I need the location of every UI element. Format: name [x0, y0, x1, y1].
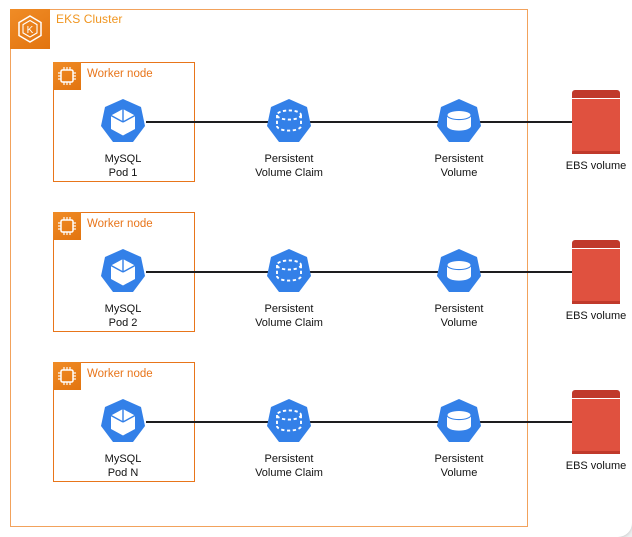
- cpu-chip-icon: [58, 67, 76, 85]
- link-pvc-to-pv: [310, 121, 438, 123]
- persistent-volume-icon: [437, 249, 481, 292]
- ebs-volume-cap: [572, 90, 620, 98]
- pvc-label: Persistent Volume Claim: [255, 453, 323, 479]
- pod-cube-icon: [101, 99, 145, 142]
- pv-label: Persistent Volume: [434, 153, 484, 179]
- persistent-volume-icon: [437, 99, 481, 142]
- link-pod-to-pvc: [146, 121, 268, 123]
- link-pvc-to-pv: [310, 271, 438, 273]
- eks-cluster-title: EKS Cluster: [56, 12, 123, 26]
- persistent-volume-claim-icon: [267, 249, 311, 292]
- persistent-volume-claim-icon: [267, 399, 311, 442]
- eks-hexagon-k-icon: K: [18, 15, 42, 43]
- ebs-volume-label: EBS volume: [565, 310, 627, 322]
- pv-label: Persistent Volume: [434, 453, 484, 479]
- link-pv-to-ebs: [480, 271, 572, 273]
- ebs-volume-cap: [572, 240, 620, 248]
- persistent-volume-icon: [437, 399, 481, 442]
- mysql-pod-label: MySQL Pod N: [104, 453, 142, 479]
- ebs-volume-body: [572, 399, 620, 454]
- worker-node-label: Worker node: [87, 218, 153, 230]
- worker-node-label: Worker node: [87, 68, 153, 80]
- pod-cube-icon: [101, 399, 145, 442]
- eks-cluster-boundary: [10, 9, 528, 527]
- link-pod-to-pvc: [146, 271, 268, 273]
- mysql-pod-label: MySQL Pod 2: [104, 303, 142, 329]
- worker-node-label: Worker node: [87, 368, 153, 380]
- worker-node-icon: [53, 62, 81, 90]
- link-pod-to-pvc: [146, 421, 268, 423]
- ebs-volume-body: [572, 99, 620, 154]
- pvc-label: Persistent Volume Claim: [255, 303, 323, 329]
- pvc-label: Persistent Volume Claim: [255, 153, 323, 179]
- cpu-chip-icon: [58, 217, 76, 235]
- link-pv-to-ebs: [480, 121, 572, 123]
- mysql-pod-label: MySQL Pod 1: [104, 153, 142, 179]
- pv-label: Persistent Volume: [434, 303, 484, 329]
- eks-cluster-icon: K: [10, 9, 50, 49]
- ebs-volume-label: EBS volume: [565, 460, 627, 472]
- ebs-volume-body: [572, 249, 620, 304]
- worker-node-icon: [53, 362, 81, 390]
- worker-node-icon: [53, 212, 81, 240]
- ebs-volume-label: EBS volume: [565, 160, 627, 172]
- cpu-chip-icon: [58, 367, 76, 385]
- svg-text:K: K: [27, 25, 34, 36]
- ebs-volume-cap: [572, 390, 620, 398]
- persistent-volume-claim-icon: [267, 99, 311, 142]
- link-pvc-to-pv: [310, 421, 438, 423]
- pod-cube-icon: [101, 249, 145, 292]
- link-pv-to-ebs: [480, 421, 572, 423]
